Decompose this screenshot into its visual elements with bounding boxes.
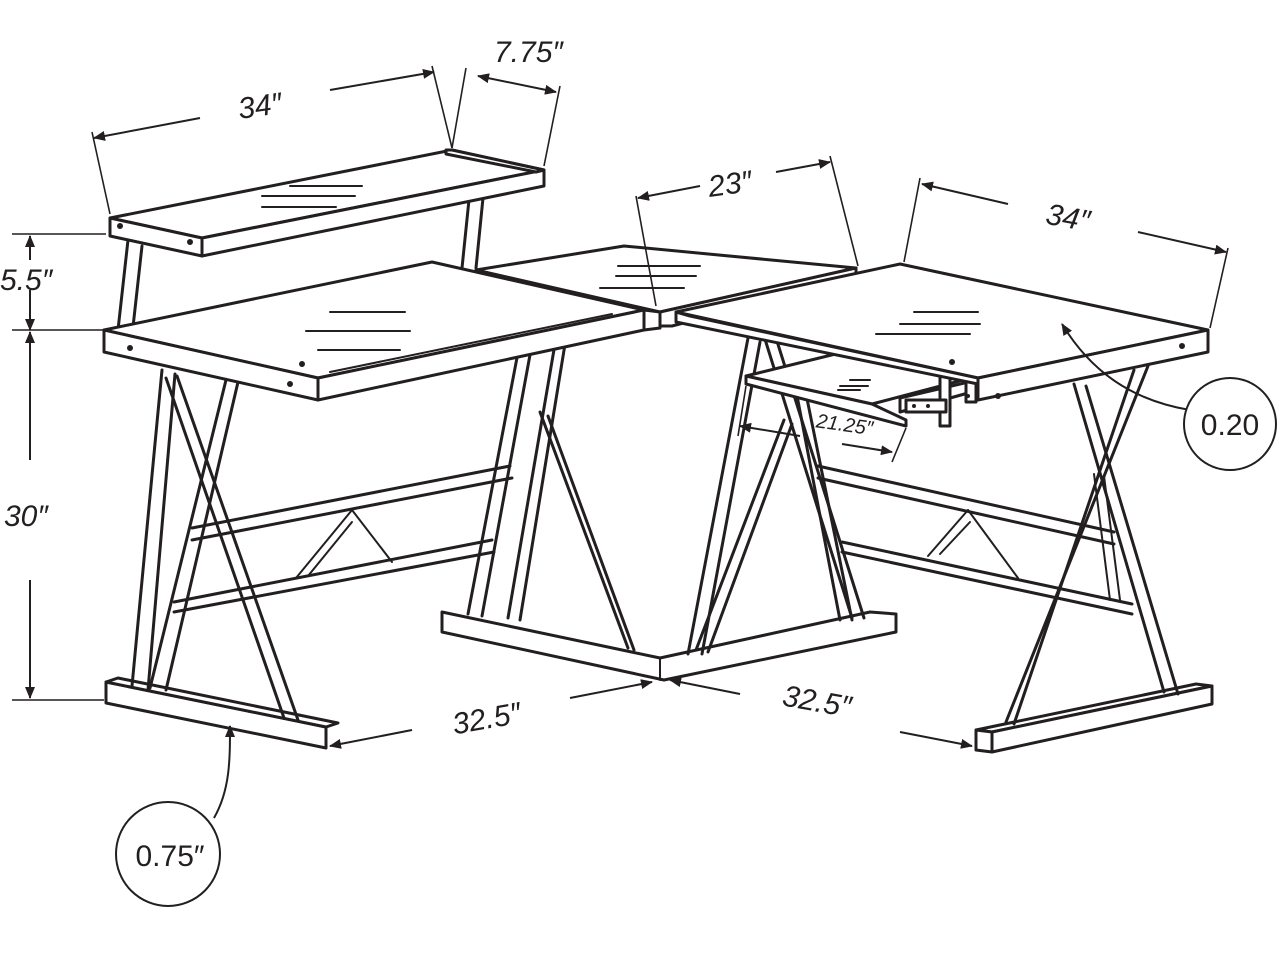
left-desk-base-foot	[104, 676, 340, 750]
right-desk-base-foot	[974, 682, 1214, 754]
left-desk-riser-shelf	[108, 148, 546, 258]
right-base-length-label: 32.5″	[780, 680, 855, 725]
right-desk	[674, 262, 1214, 754]
riser-depth-label: 7.75″	[494, 36, 564, 69]
base-thickness-label: 0.75″	[135, 840, 204, 873]
right-desk-legs	[792, 364, 1180, 726]
top-thickness-callout: 0.20	[1183, 377, 1277, 471]
left-desk-legs	[130, 336, 636, 722]
left-desk-top	[102, 260, 646, 402]
left-desk	[102, 148, 646, 750]
right-desk-top	[674, 262, 1210, 402]
corner-width-label: 23″	[705, 165, 756, 204]
top-thickness-label: 0.20	[1201, 409, 1259, 442]
base-thickness-callout: 0.75″	[115, 801, 221, 907]
dimension-lines	[12, 65, 1229, 819]
riser-width-label: 34″	[236, 87, 286, 126]
left-desk-riser-posts	[116, 186, 486, 338]
left-base-length-label: 32.5″	[450, 697, 525, 742]
desk-height-label: 30″	[4, 500, 49, 533]
right-desk-width-label: 34″	[1043, 198, 1093, 238]
riser-height-label: 5.5″	[0, 264, 54, 297]
